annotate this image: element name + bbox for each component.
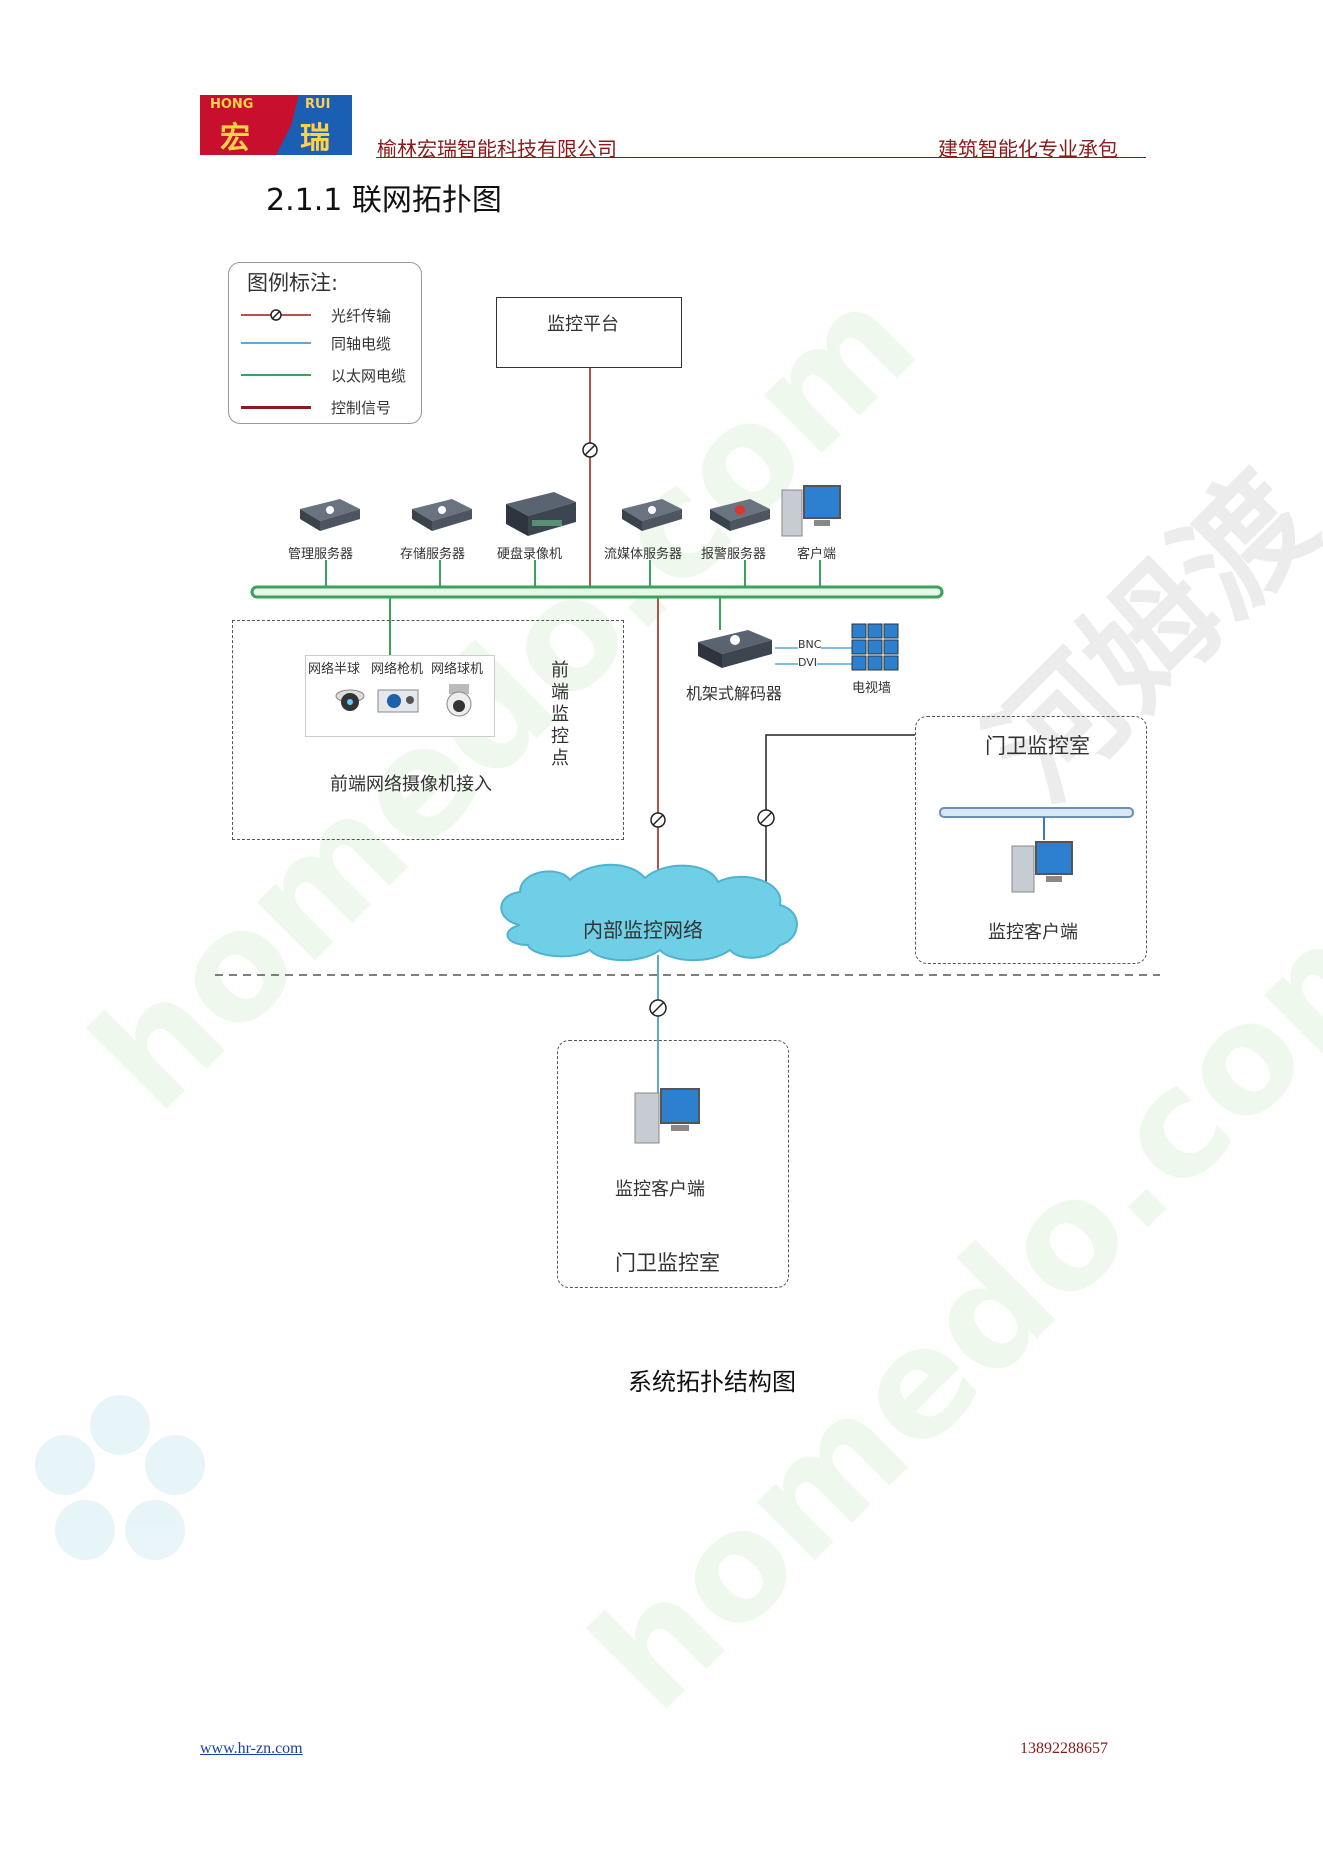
alarm-server-icon: [710, 499, 770, 531]
monitoring-platform-box: 监控平台: [496, 297, 682, 368]
server-icon: [412, 499, 472, 531]
phone-number: 13892288657: [1020, 1740, 1108, 1757]
logo-text: RUI: [305, 97, 331, 112]
computer-icon: [781, 485, 841, 537]
legend-item: 以太网电缆: [241, 365, 411, 385]
client-label: 监控客户端: [988, 922, 1078, 943]
platform-label: 监控平台: [547, 314, 619, 335]
bullet-camera-icon: [377, 689, 419, 713]
guard-room-bottom: [557, 1040, 789, 1288]
fiber-marker-icon: [270, 309, 282, 321]
logo-text: 瑞: [300, 121, 330, 155]
decoder-icon: [698, 630, 772, 668]
legend-item: 同轴电缆: [241, 333, 411, 353]
legend-item: 光纤传输: [241, 305, 411, 325]
dome-camera-icon: [335, 689, 365, 711]
section-title: 2.1.1 联网拓扑图: [266, 183, 502, 218]
port-label: BNC: [798, 638, 822, 651]
front-end-area: [232, 620, 624, 840]
ptz-camera-icon: [446, 684, 472, 717]
camera-label: 网络枪机: [371, 662, 424, 677]
camera-label: 网络半球: [308, 662, 361, 677]
camera-group: 网络半球 网络枪机 网络球机: [305, 655, 495, 737]
company-logo: HONG RUI 宏 瑞: [200, 95, 352, 155]
logo-text: 宏: [220, 121, 250, 155]
computer-icon: [634, 1088, 700, 1144]
device-label: 存储服务器: [400, 547, 466, 562]
front-end-side-label: 前端监控点: [548, 660, 569, 770]
server-icon: [300, 499, 360, 531]
computer-icon: [1011, 841, 1073, 893]
legend-title: 图例标注:: [247, 271, 339, 295]
device-label: 流媒体服务器: [604, 547, 683, 562]
website-link[interactable]: www.hr-zn.com: [200, 1740, 303, 1757]
port-label: DVI: [798, 656, 818, 669]
watermark-flower-icon: [35, 1395, 205, 1560]
device-label: 硬盘录像机: [497, 547, 563, 562]
decoder-label: 机架式解码器: [686, 684, 783, 703]
tv-wall-icon: [851, 623, 899, 671]
figure-caption: 系统拓扑结构图: [628, 1368, 796, 1396]
guard-room-right: [915, 716, 1147, 964]
guard-room-title: 门卫监控室: [615, 1251, 720, 1275]
client-label: 监控客户端: [615, 1179, 705, 1200]
network-label: 内部监控网络: [583, 918, 703, 942]
legend-item: 控制信号: [241, 397, 411, 417]
header-rule: [376, 157, 1146, 158]
dvr-icon: [506, 492, 576, 536]
legend: 图例标注: 光纤传输 同轴电缆 以太网电缆 控制信号: [228, 262, 422, 424]
front-end-label: 前端网络摄像机接入: [330, 774, 492, 795]
camera-label: 网络球机: [431, 662, 484, 677]
device-label: 管理服务器: [288, 547, 354, 562]
server-icon: [622, 499, 682, 531]
device-label: 客户端: [797, 547, 837, 562]
guard-room-title: 门卫监控室: [985, 734, 1090, 758]
device-label: 报警服务器: [701, 547, 767, 562]
logo-text: HONG: [210, 97, 254, 112]
tv-wall-label: 电视墙: [852, 681, 892, 696]
